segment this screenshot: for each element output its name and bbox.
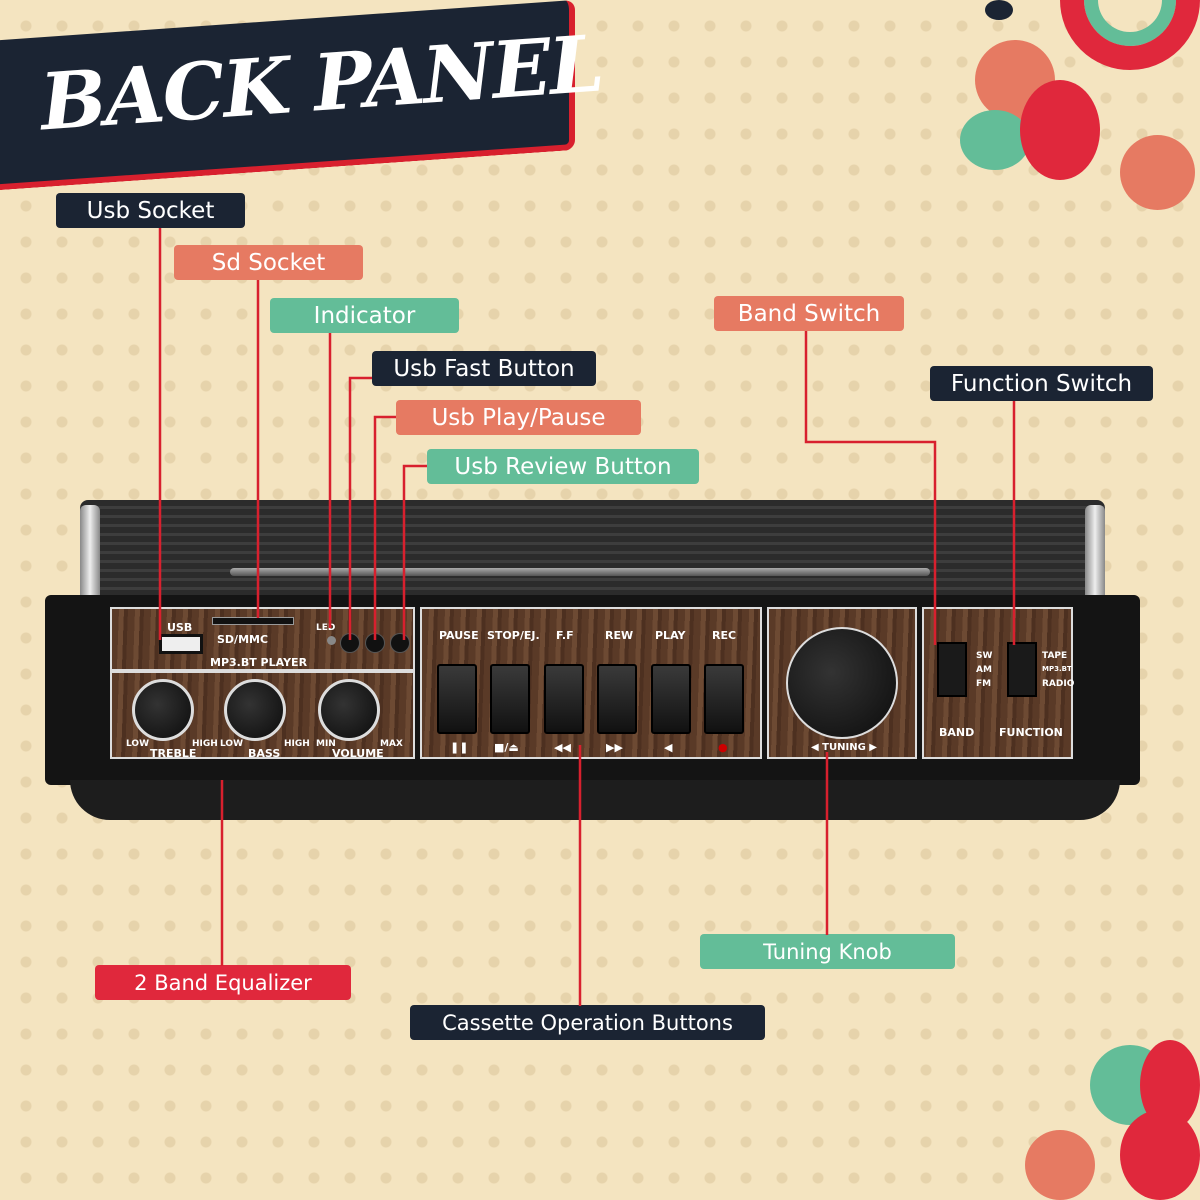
band-switch-line xyxy=(804,331,937,645)
key-label-rec: REC xyxy=(712,629,737,642)
decoration-circle xyxy=(1025,1130,1095,1200)
equalizer-label: 2 Band Equalizer xyxy=(95,965,351,1000)
radio-base xyxy=(70,780,1120,820)
bass-knob[interactable] xyxy=(224,679,286,741)
antenna xyxy=(230,568,930,576)
volume-knob[interactable] xyxy=(318,679,380,741)
function-option-radio: RADIO xyxy=(1042,679,1075,689)
decoration-circle xyxy=(1120,1110,1200,1200)
decoration-circle xyxy=(1020,80,1100,180)
function-option-mp3bt: MP3.BT xyxy=(1042,665,1072,673)
indicator-label: Indicator xyxy=(270,298,459,333)
play-key[interactable] xyxy=(651,664,691,734)
sd-label: SD/MMC xyxy=(217,633,269,646)
equalizer-panel: LOW HIGH TREBLE LOW HIGH BASS MIN MAX VO… xyxy=(110,671,415,760)
band-switch[interactable] xyxy=(937,642,967,697)
pause-key[interactable] xyxy=(437,664,477,734)
cassette-panel: PAUSE STOP/EJ. F.F REW PLAY REC ❚❚ ■/⏏ ◀… xyxy=(420,607,762,759)
play-icon: ◀ xyxy=(664,741,673,754)
band-option-am: AM xyxy=(976,665,992,675)
key-label-rew: REW xyxy=(605,629,634,642)
volume-min-label: MIN xyxy=(316,739,336,749)
function-label: FUNCTION xyxy=(999,726,1063,739)
bass-label: BASS xyxy=(248,747,281,760)
key-label-stop: STOP/EJ. xyxy=(487,629,540,642)
key-label-ff: F.F xyxy=(556,629,574,642)
fast-forward-key[interactable] xyxy=(544,664,584,734)
usb-review-line xyxy=(402,464,427,640)
treble-high-label: HIGH xyxy=(192,739,218,749)
usb-label: USB xyxy=(167,621,193,634)
rewind-icon: ◀◀ xyxy=(554,741,571,754)
usb-port[interactable] xyxy=(159,634,203,654)
usb-play-pause-line xyxy=(373,415,396,640)
function-option-tape: TAPE xyxy=(1042,651,1068,661)
band-switch-label: Band Switch xyxy=(714,296,904,331)
switch-panel: SW AM FM TAPE MP3.BT RADIO BAND FUNCTION xyxy=(922,607,1075,759)
decoration-circle xyxy=(1120,135,1195,210)
function-switch[interactable] xyxy=(1007,642,1037,697)
band-label: BAND xyxy=(939,726,975,739)
led-label: LED xyxy=(316,623,336,633)
tuning-panel: ◀ TUNING ▶ xyxy=(767,607,917,759)
band-option-fm: FM xyxy=(976,679,992,689)
pause-icon: ❚❚ xyxy=(450,741,469,754)
usb-fast-line xyxy=(348,376,372,640)
tuning-label: ◀ TUNING ▶ xyxy=(811,742,877,753)
decoration-circle xyxy=(960,110,1030,170)
volume-label: VOLUME xyxy=(332,747,384,760)
player-label: MP3.BT PLAYER xyxy=(210,656,308,669)
record-key[interactable] xyxy=(704,664,744,734)
decoration-circle xyxy=(985,0,1013,20)
usb-fast-button-label: Usb Fast Button xyxy=(372,351,596,386)
treble-knob[interactable] xyxy=(132,679,194,741)
rewind-key[interactable] xyxy=(597,664,637,734)
sd-slot[interactable] xyxy=(212,617,294,625)
fast-forward-icon: ▶▶ xyxy=(606,741,623,754)
record-icon: ● xyxy=(718,741,728,754)
tuning-knob-label: Tuning Knob xyxy=(700,934,955,969)
usb-review-button-label: Usb Review Button xyxy=(427,449,699,484)
key-label-play: PLAY xyxy=(655,629,686,642)
treble-low-label: LOW xyxy=(126,739,149,749)
sd-socket-label: Sd Socket xyxy=(174,245,363,280)
led-indicator xyxy=(327,636,336,645)
bass-high-label: HIGH xyxy=(284,739,310,749)
band-option-sw: SW xyxy=(976,651,993,661)
usb-socket-label: Usb Socket xyxy=(56,193,245,228)
tuning-knob[interactable] xyxy=(786,627,898,739)
usb-play-pause-label: Usb Play/Pause xyxy=(396,400,641,435)
stop-eject-key[interactable] xyxy=(490,664,530,734)
treble-label: TREBLE xyxy=(150,747,197,760)
bass-low-label: LOW xyxy=(220,739,243,749)
function-switch-label: Function Switch xyxy=(930,366,1153,401)
volume-max-label: MAX xyxy=(380,739,403,749)
key-label-pause: PAUSE xyxy=(439,629,479,642)
cassette-buttons-label: Cassette Operation Buttons xyxy=(410,1005,765,1040)
stop-eject-icon: ■/⏏ xyxy=(494,741,519,754)
